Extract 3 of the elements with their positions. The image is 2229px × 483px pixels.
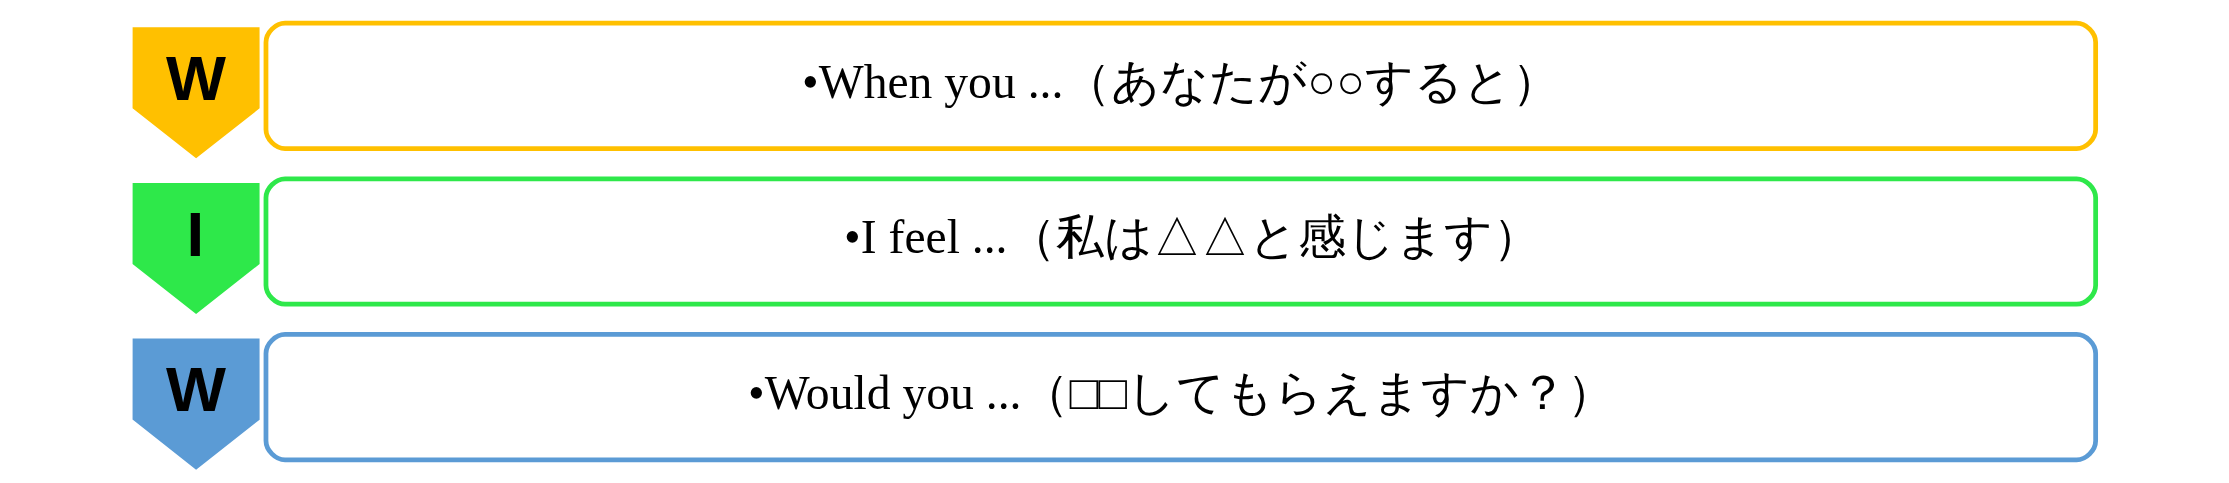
node-box: •I feel ...（私は△△と感じます）	[263, 176, 2099, 307]
node-box: •When you ...（あなたが○○すると）	[263, 20, 2099, 151]
node-box: •Would you ...（□□してもらえますか？）	[263, 332, 2099, 463]
